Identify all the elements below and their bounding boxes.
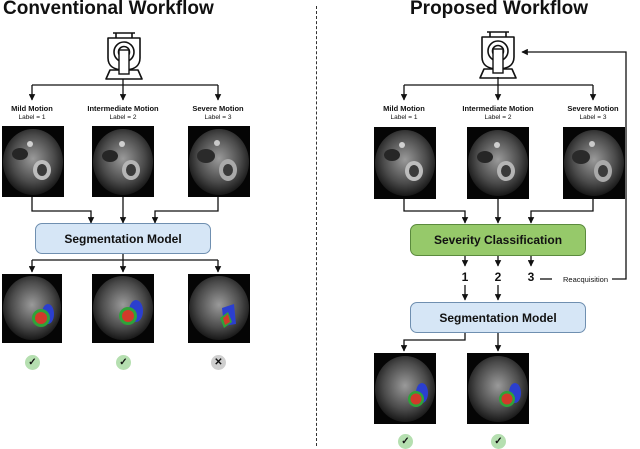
motion-label: Label = 1 xyxy=(18,114,46,121)
left-motion-mild: Mild Motion Label = 1 xyxy=(0,104,72,122)
motion-label: Label = 3 xyxy=(579,114,607,121)
motion-label: Label = 1 xyxy=(390,114,418,121)
check-icon: ✓ xyxy=(491,434,506,449)
segmented-image-intermediate xyxy=(467,353,529,424)
check-icon: ✓ xyxy=(398,434,413,449)
right-segmentation-model-box: Segmentation Model xyxy=(410,302,586,333)
conventional-workflow-title: Conventional Workflow xyxy=(3,0,214,19)
mri-image-intermediate xyxy=(92,126,154,197)
segmentation-model-label: Segmentation Model xyxy=(439,310,557,325)
left-motion-severe: Severe Motion Label = 3 xyxy=(178,104,258,122)
motion-label: Label = 3 xyxy=(204,114,232,121)
mri-image-intermediate xyxy=(467,127,529,199)
proposed-workflow-title: Proposed Workflow xyxy=(410,0,589,19)
motion-name: Intermediate Motion xyxy=(87,104,159,113)
class-number-1: 1 xyxy=(461,270,469,284)
right-motion-intermediate: Intermediate Motion Label = 2 xyxy=(458,104,538,122)
segmented-image-mild xyxy=(374,353,436,424)
motion-label: Label = 2 xyxy=(109,114,137,121)
motion-name: Mild Motion xyxy=(11,104,53,113)
mri-image-mild xyxy=(2,126,64,197)
class-number-3: 3 xyxy=(527,270,535,284)
mri-scanner-icon xyxy=(100,30,148,80)
motion-name: Intermediate Motion xyxy=(462,104,534,113)
segmented-image-severe xyxy=(188,274,250,343)
right-motion-mild: Mild Motion Label = 1 xyxy=(364,104,444,122)
left-motion-intermediate: Intermediate Motion Label = 2 xyxy=(83,104,163,122)
cross-icon: ✕ xyxy=(211,355,226,370)
mri-scanner-icon xyxy=(474,29,522,79)
left-segmentation-model-box: Segmentation Model xyxy=(35,223,211,254)
segmented-image-intermediate xyxy=(92,274,154,343)
mri-image-severe xyxy=(188,126,250,197)
severity-classification-box: Severity Classification xyxy=(410,224,586,256)
mri-image-mild xyxy=(374,127,436,199)
severity-classification-label: Severity Classification xyxy=(433,233,563,247)
reacquisition-label: Reacquisition xyxy=(563,275,609,284)
motion-name: Severe Motion xyxy=(567,104,619,113)
segmented-image-mild xyxy=(2,274,62,343)
motion-name: Severe Motion xyxy=(192,104,244,113)
mri-image-severe xyxy=(563,127,625,199)
check-icon: ✓ xyxy=(25,355,40,370)
motion-label: Label = 2 xyxy=(484,114,512,121)
check-icon: ✓ xyxy=(116,355,131,370)
section-divider xyxy=(316,6,317,446)
motion-name: Mild Motion xyxy=(383,104,425,113)
class-number-2: 2 xyxy=(494,270,502,284)
right-motion-severe: Severe Motion Label = 3 xyxy=(553,104,633,122)
segmentation-model-label: Segmentation Model xyxy=(64,231,182,246)
